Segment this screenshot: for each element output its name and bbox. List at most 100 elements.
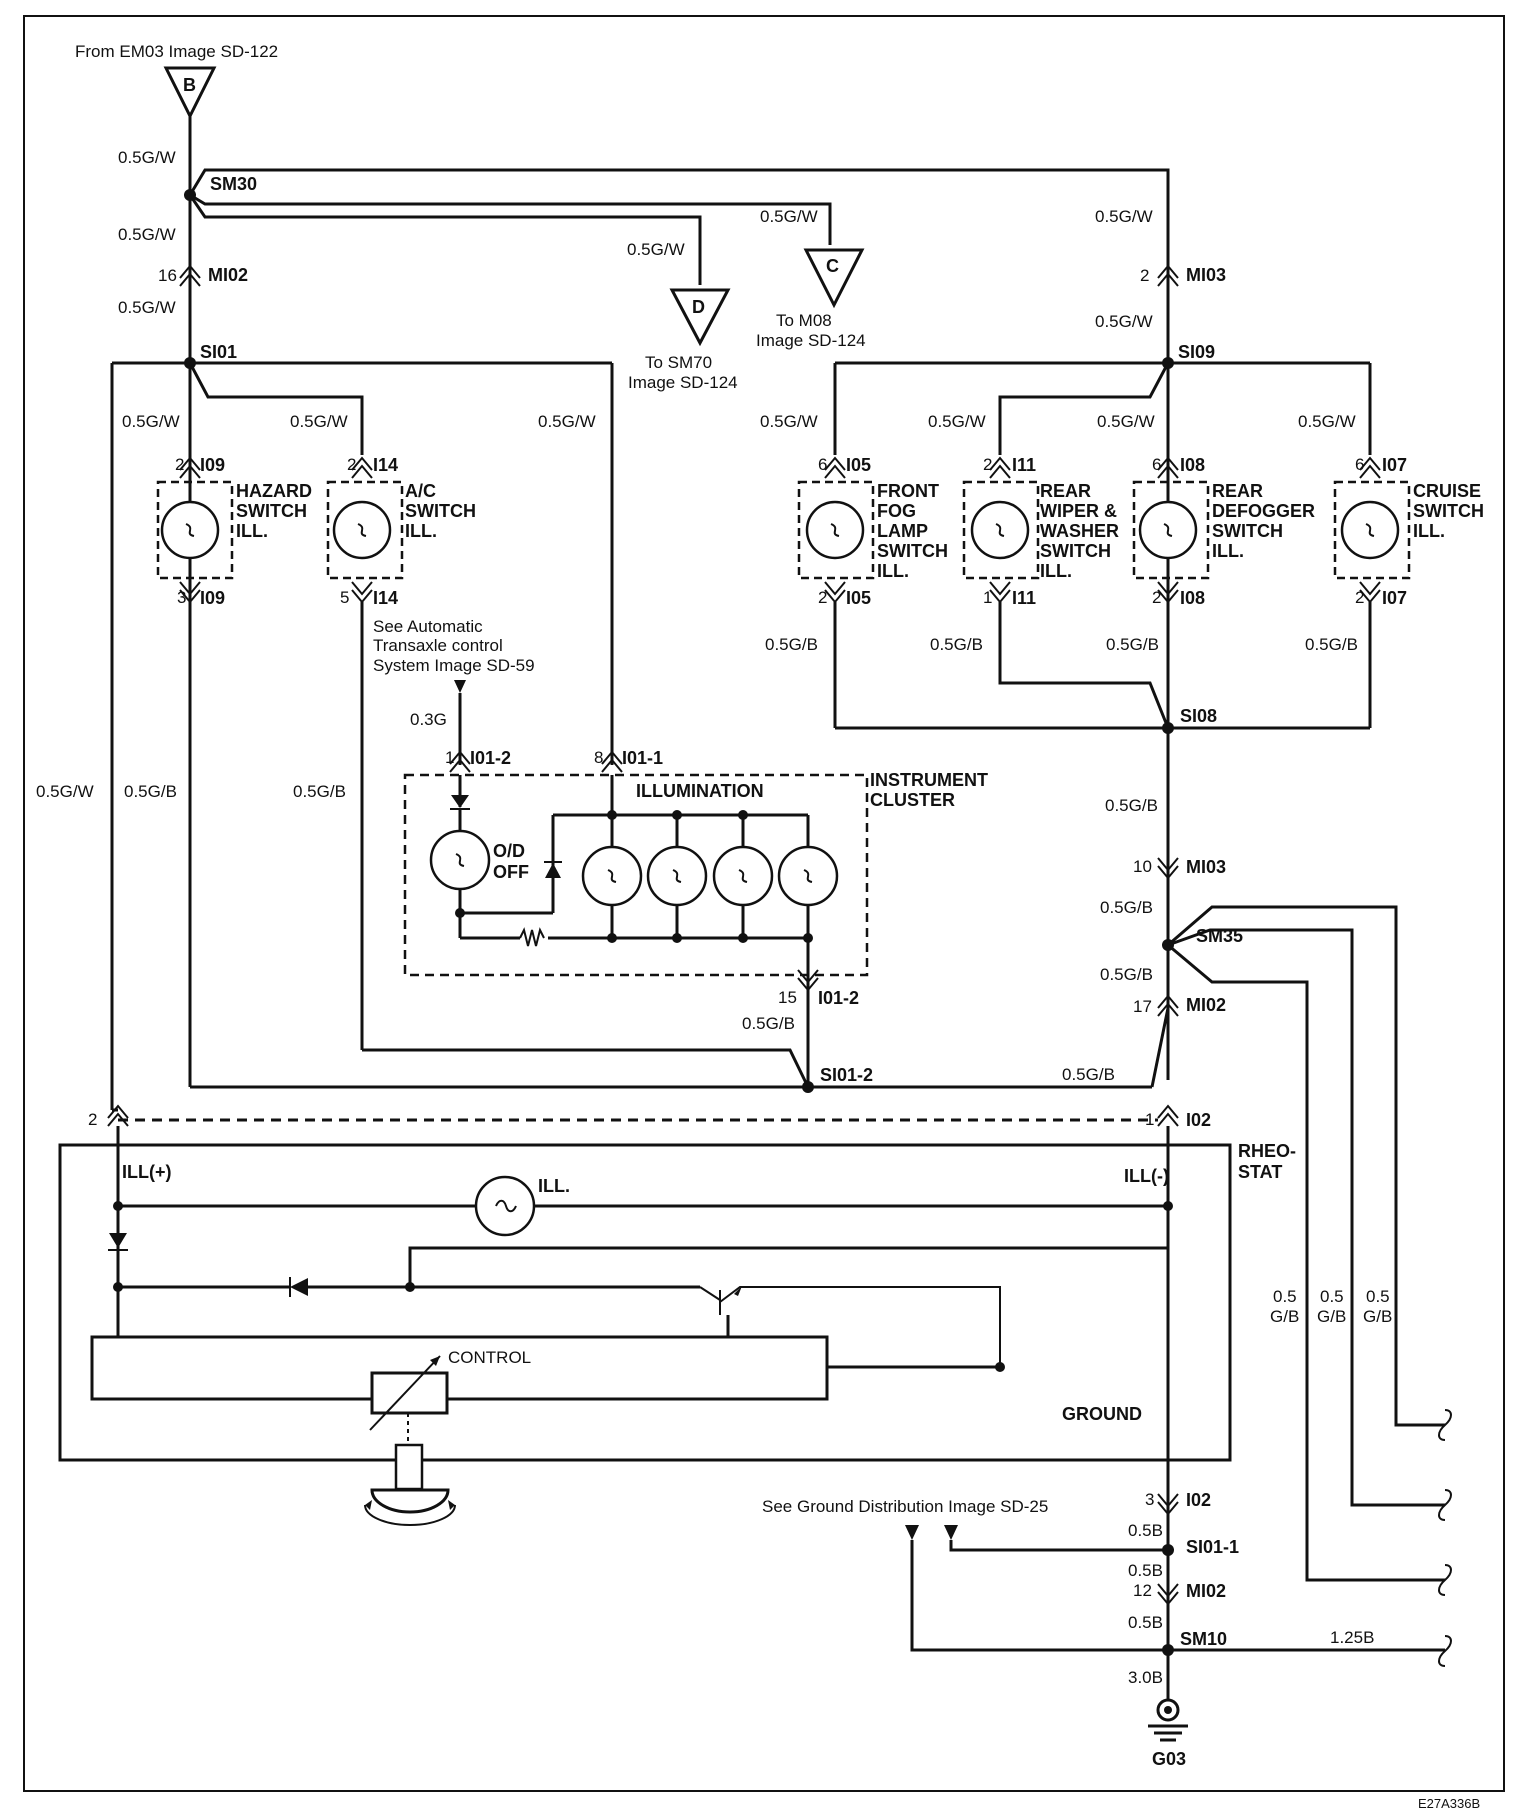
wire-label: 0.5G/B (1106, 635, 1159, 654)
svg-text:REAR: REAR (1040, 481, 1091, 501)
splice-si09-label: SI09 (1178, 342, 1215, 362)
svg-text:I09: I09 (200, 588, 225, 608)
svg-text:HAZARD: HAZARD (236, 481, 312, 501)
wire-label: 0.5 (1273, 1287, 1297, 1306)
wire-label: 0.5G/W (118, 225, 176, 244)
wire-label: 0.5G/W (538, 412, 596, 431)
svg-text:I11: I11 (1012, 588, 1036, 608)
connector-c-label: C (826, 256, 839, 276)
wire-label: 0.5G/W (627, 240, 685, 259)
wire-label: G/B (1270, 1307, 1299, 1326)
ac-switch-ill: 2 I14 5 I14 A/C SWITCH ILL. (326, 455, 476, 608)
wire-label: 0.5G/B (1305, 635, 1358, 654)
splice-si01-1-label: SI01-1 (1186, 1537, 1239, 1557)
svg-text:FOG: FOG (877, 501, 916, 521)
connector-b-label: B (183, 75, 196, 95)
svg-text:ILL.: ILL. (1040, 561, 1072, 581)
front-fog-lamp-switch-ill: 6 I05 2 I05 FRONT FOG LAMP SWITCH ILL. (797, 455, 948, 608)
i02-label: I02 (1186, 1110, 1211, 1130)
from-ref-label: From EM03 Image SD-122 (75, 42, 278, 61)
svg-text:I11: I11 (1012, 455, 1036, 475)
svg-text:FRONT: FRONT (877, 481, 939, 501)
svg-text:1: 1 (983, 588, 992, 607)
atx-note-2: Transaxle control (373, 636, 503, 655)
i02-label: I02 (1186, 1490, 1211, 1510)
svg-text:I07: I07 (1382, 588, 1407, 608)
svg-text:GROUND: GROUND (1062, 1404, 1142, 1424)
splice-sm30-label: SM30 (210, 174, 257, 194)
svg-text:2: 2 (1355, 588, 1364, 607)
splice-si08 (1162, 722, 1174, 734)
svg-text:I14: I14 (373, 588, 398, 608)
pin-label: 2 (88, 1110, 97, 1129)
wire-label: 0.5G/B (1100, 965, 1153, 984)
svg-text:WASHER: WASHER (1040, 521, 1119, 541)
mi02-label: MI02 (1186, 995, 1226, 1015)
svg-text:0.5G/B: 0.5G/B (742, 1014, 795, 1033)
wire-label: 0.5G/W (122, 412, 180, 431)
rear-wiper-washer-switch-ill: 2 I11 1 I11 REAR WIPER & WASHER SWITCH I… (962, 455, 1119, 608)
wire-label: 16 (158, 266, 177, 285)
svg-text:SWITCH: SWITCH (236, 501, 307, 521)
svg-text:I01-2: I01-2 (470, 748, 511, 768)
svg-text:A/C: A/C (405, 481, 436, 501)
to-sm70-ref: Image SD-124 (628, 373, 738, 392)
wire-label: 0.3G (410, 710, 447, 729)
connector-b (163, 66, 217, 120)
wire-label: 0.5B (1128, 1613, 1163, 1632)
svg-text:2: 2 (347, 455, 356, 474)
to-m08-ref: Image SD-124 (756, 331, 866, 350)
wire-label: 0.5G/B (765, 635, 818, 654)
splice-si01-1 (1162, 1544, 1174, 1556)
svg-text:I14: I14 (373, 455, 398, 475)
mi02-label: MI02 (1186, 1581, 1226, 1601)
wire-label: G/B (1317, 1307, 1346, 1326)
ground-arrow (944, 1525, 958, 1540)
svg-text:1: 1 (445, 748, 454, 767)
illumination-bulb (712, 810, 774, 943)
wire-label: 0.5G/W (1097, 412, 1155, 431)
svg-text:REAR: REAR (1212, 481, 1263, 501)
svg-text:LAMP: LAMP (877, 521, 928, 541)
instrument-cluster: 1 I01-2 8 I01-1 INSTRUMENT CLUSTER ILLUM… (403, 748, 988, 1087)
wire-label: 0.5G/W (760, 207, 818, 226)
pin-label: 2 (1140, 266, 1149, 285)
wire-label: 0.5G/W (1298, 412, 1356, 431)
svg-text:6: 6 (818, 455, 827, 474)
connector-d-label: D (692, 297, 705, 317)
svg-text:SWITCH: SWITCH (405, 501, 476, 521)
wire-label: 0.5G/B (930, 635, 983, 654)
svg-text:I08: I08 (1180, 455, 1205, 475)
svg-text:15: 15 (778, 988, 797, 1007)
svg-text:ILL.: ILL. (1413, 521, 1445, 541)
splice-si01-2-label: SI01-2 (820, 1065, 873, 1085)
wire-label: 0.5G/W (290, 412, 348, 431)
svg-text:I07: I07 (1382, 455, 1407, 475)
wire-label: 0.5G/W (118, 148, 176, 167)
pin-label: 10 (1133, 857, 1152, 876)
svg-text:I01-1: I01-1 (622, 748, 663, 768)
svg-text:6: 6 (1355, 455, 1364, 474)
svg-text:I05: I05 (846, 455, 871, 475)
svg-text:8: 8 (594, 748, 603, 767)
ground-g03: G03 (1148, 1698, 1188, 1769)
mi03-label: MI03 (1186, 857, 1226, 877)
rear-defogger-switch-ill: 6 I08 2 I08 REAR DEFOGGER SWITCH ILL. (1132, 455, 1315, 608)
mi03-label: MI03 (1186, 265, 1226, 285)
mi02-label: MI02 (208, 265, 248, 285)
svg-text:2: 2 (983, 455, 992, 474)
svg-text:ILL.: ILL. (538, 1176, 570, 1196)
continuation-mark (1438, 1489, 1452, 1521)
illumination-bulb (646, 810, 708, 943)
ground-arrow (905, 1525, 919, 1540)
connector-d (669, 288, 731, 347)
svg-text:ILL.: ILL. (1212, 541, 1244, 561)
wire-label: 0.5G/B (124, 782, 177, 801)
pin-label: 3 (1145, 1490, 1154, 1509)
wire-label: 0.5G/W (118, 298, 176, 317)
to-sm70-label: To SM70 (645, 353, 712, 372)
svg-text:I01-2: I01-2 (818, 988, 859, 1008)
svg-text:ILLUMINATION: ILLUMINATION (636, 781, 764, 801)
diagram-frame (23, 15, 1505, 1792)
